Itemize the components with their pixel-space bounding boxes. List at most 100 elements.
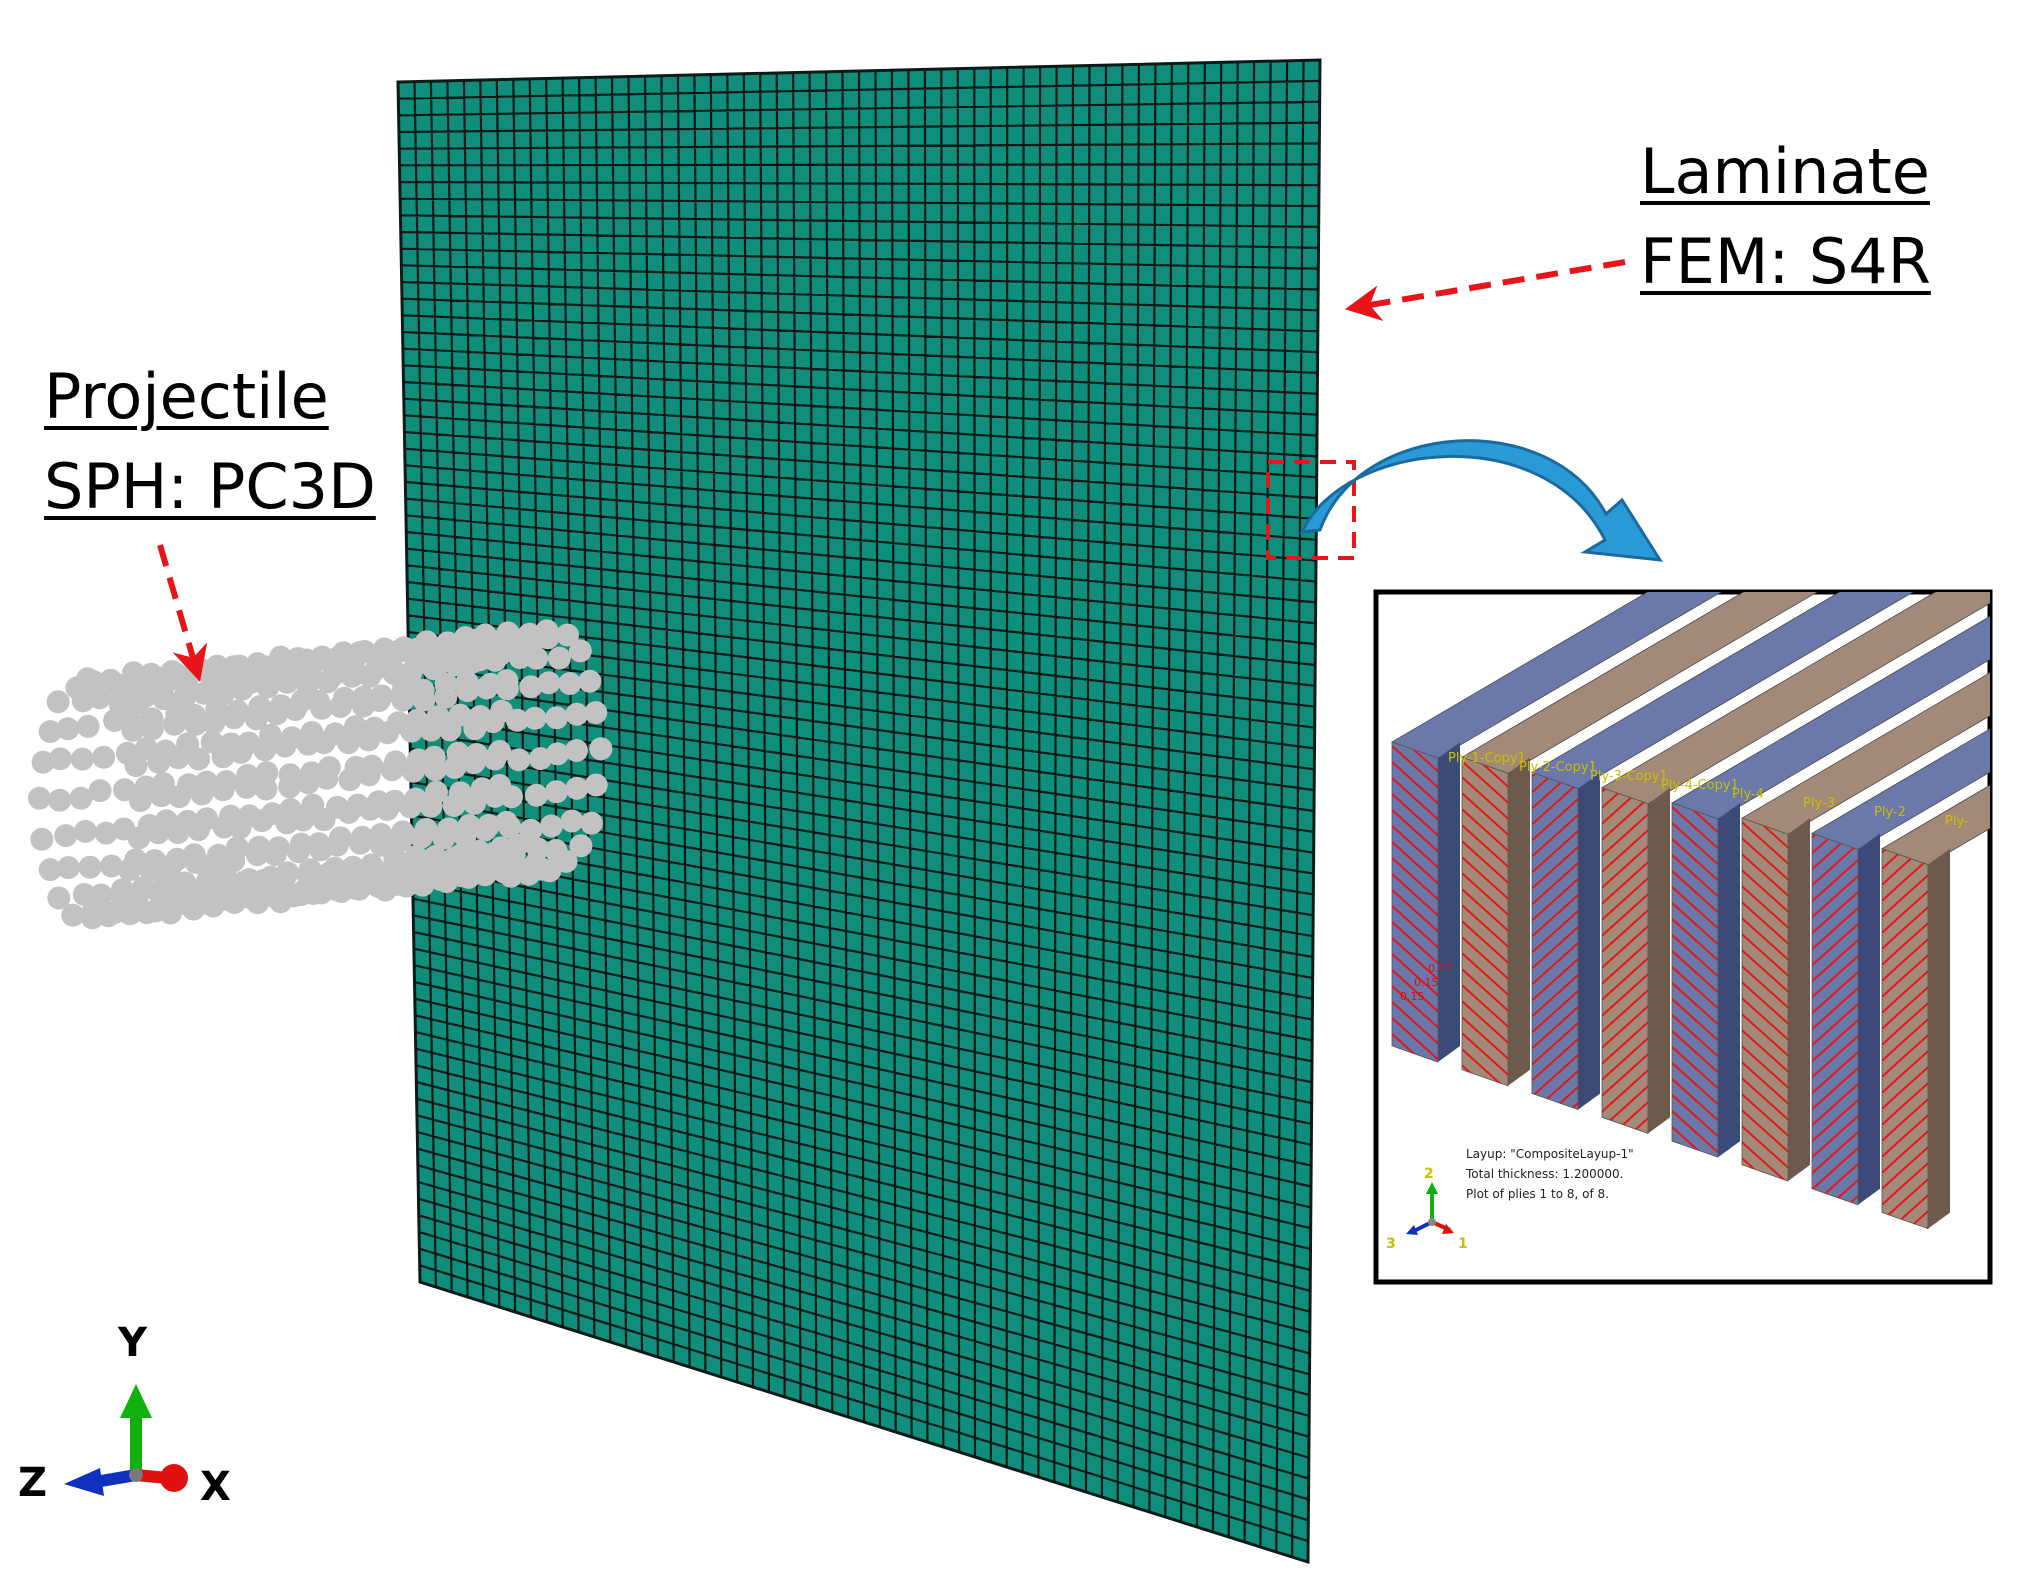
sph-particle bbox=[379, 859, 402, 882]
sph-particle bbox=[92, 674, 115, 697]
sph-particle bbox=[89, 779, 112, 802]
sph-particle bbox=[284, 698, 307, 721]
sph-particle bbox=[168, 785, 191, 808]
sph-particle bbox=[139, 858, 162, 881]
sph-particle bbox=[482, 710, 505, 733]
ply-label: Ply-2 bbox=[1874, 805, 1906, 820]
sph-particle bbox=[256, 676, 279, 699]
sph-particle bbox=[432, 827, 455, 850]
sph-particle bbox=[475, 677, 498, 700]
ply-label: Ply-3 bbox=[1803, 796, 1835, 811]
sph-particle bbox=[212, 778, 235, 801]
ply-side-face bbox=[1718, 803, 1740, 1157]
sph-particle bbox=[531, 858, 554, 881]
sph-particle bbox=[474, 818, 497, 841]
sph-particle bbox=[231, 678, 254, 701]
sph-particle bbox=[229, 741, 252, 764]
sph-particle bbox=[326, 834, 349, 857]
sph-particle bbox=[482, 842, 505, 865]
sph-particle bbox=[454, 825, 477, 848]
sph-particle bbox=[255, 778, 278, 801]
ply-label: Ply-1-Copy1 bbox=[1448, 751, 1526, 766]
sph-particle bbox=[537, 671, 560, 694]
sph-particle bbox=[28, 787, 51, 810]
sph-particle bbox=[503, 844, 526, 867]
sph-particle bbox=[561, 810, 584, 833]
sph-particle bbox=[48, 789, 71, 812]
ply-label: Ply- bbox=[1945, 814, 1969, 829]
sph-particle bbox=[443, 794, 466, 817]
sph-particle bbox=[405, 638, 428, 661]
sph-particle bbox=[202, 712, 225, 735]
sph-particle bbox=[228, 816, 251, 839]
sph-particle bbox=[159, 854, 182, 877]
sph-particle bbox=[167, 746, 190, 769]
sph-particle bbox=[291, 809, 314, 832]
ply-label: Ply-3-Copy1 bbox=[1590, 769, 1668, 784]
ply-label: Ply-4-Copy1 bbox=[1661, 778, 1739, 793]
sph-particle bbox=[420, 852, 443, 875]
sph-particle bbox=[424, 758, 447, 781]
sph-particle bbox=[245, 707, 268, 730]
layup-info-line-1: Layup: "CompositeLayup-1" bbox=[1466, 1147, 1634, 1161]
axis-label-z: Z bbox=[18, 1460, 47, 1506]
sph-particle bbox=[336, 860, 359, 883]
sph-particle bbox=[545, 839, 568, 862]
sph-particle bbox=[443, 847, 466, 870]
sph-particle bbox=[118, 858, 141, 881]
sph-particle bbox=[77, 715, 100, 738]
sph-particle bbox=[376, 721, 399, 744]
laminate-mesh-plate bbox=[398, 60, 1320, 1562]
sph-particle bbox=[223, 706, 246, 729]
sph-particle bbox=[496, 677, 519, 700]
ply-label: Ply-4 bbox=[1732, 787, 1764, 802]
ply-side-face bbox=[1438, 742, 1460, 1062]
sph-particle bbox=[337, 801, 360, 824]
sph-particle bbox=[443, 756, 466, 779]
sph-particle bbox=[337, 731, 360, 754]
ply-angle-label: 0.15 bbox=[1428, 962, 1453, 975]
sph-particle bbox=[148, 881, 171, 904]
laminate-label: Laminate FEM: S4R bbox=[1640, 127, 1931, 307]
sph-particle bbox=[264, 843, 287, 866]
sph-particle bbox=[565, 739, 588, 762]
sph-particle bbox=[439, 718, 462, 741]
sph-particle bbox=[316, 670, 339, 693]
sph-particle bbox=[434, 686, 457, 709]
sph-particle bbox=[585, 774, 608, 797]
sph-particle bbox=[253, 738, 276, 761]
sph-particle bbox=[329, 695, 352, 718]
ply-side-face bbox=[1578, 773, 1600, 1110]
sph-particle bbox=[47, 690, 70, 713]
sph-particle bbox=[232, 871, 255, 894]
sph-particle bbox=[410, 826, 433, 849]
sph-particle bbox=[74, 820, 97, 843]
sph-particle bbox=[360, 858, 383, 881]
sph-particle bbox=[287, 840, 310, 863]
sph-particle bbox=[173, 686, 196, 709]
sph-particle bbox=[135, 672, 158, 695]
sph-particle bbox=[558, 672, 581, 695]
laminate-dashed-arrow bbox=[1352, 262, 1625, 308]
sph-particle bbox=[463, 792, 486, 815]
global-axis-triad: Y Z X bbox=[18, 1320, 231, 1510]
ply-front-face bbox=[1812, 833, 1858, 1204]
sph-particle bbox=[358, 665, 381, 688]
projectile-label: Projectile SPH: PC3D bbox=[44, 352, 376, 532]
sph-particle bbox=[525, 784, 548, 807]
sph-particle bbox=[163, 713, 186, 736]
sph-particle bbox=[273, 735, 296, 758]
sph-particle bbox=[147, 821, 170, 844]
ply-angle-label: 0.15 bbox=[1400, 990, 1425, 1003]
ply-side-face bbox=[1858, 833, 1880, 1204]
sph-particle bbox=[166, 821, 189, 844]
sph-particle bbox=[54, 824, 77, 847]
sph-particle bbox=[500, 785, 523, 808]
ply-side-face bbox=[1928, 849, 1950, 1229]
sph-particle bbox=[187, 818, 210, 841]
layup-info-line-2: Total thickness: 1.200000. bbox=[1465, 1167, 1623, 1181]
axis-label-x: X bbox=[200, 1464, 231, 1510]
sph-particle bbox=[252, 869, 275, 892]
projectile-label-element: SPH: PC3D bbox=[44, 442, 376, 532]
axis-label-y: Y bbox=[117, 1320, 148, 1366]
